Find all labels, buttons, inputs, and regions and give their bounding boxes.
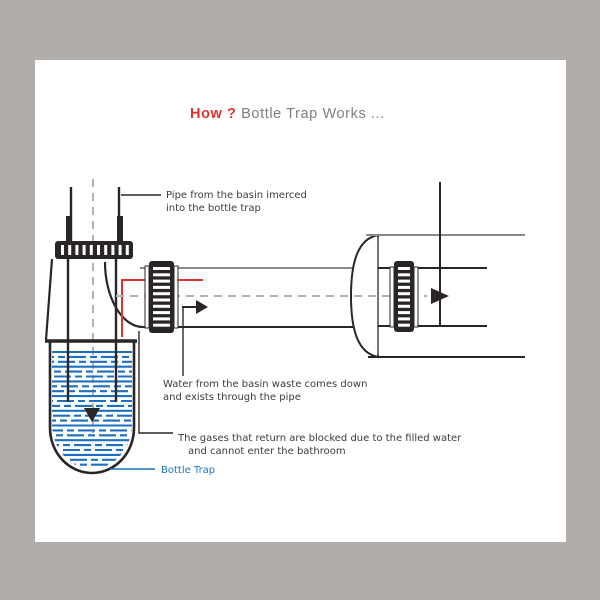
label-line: The gases that return are blocked due to… bbox=[177, 433, 462, 444]
thread-mark bbox=[89, 245, 93, 255]
label-bottle-trap: Bottle Trap bbox=[161, 465, 215, 476]
inlet-collar-right bbox=[117, 216, 123, 243]
top-coupling bbox=[55, 241, 133, 259]
thread-mark bbox=[61, 245, 64, 255]
thread-mark bbox=[153, 311, 170, 315]
thread-mark bbox=[398, 285, 410, 289]
wall-flange bbox=[349, 233, 379, 359]
label-line: and cannot enter the bathroom bbox=[188, 446, 346, 457]
thread-mark bbox=[153, 267, 170, 270]
title-text: Bottle Trap Works ... bbox=[236, 106, 385, 122]
inlet-collar-left bbox=[66, 216, 72, 243]
down-arrow-icon bbox=[84, 408, 100, 422]
label-line: Water from the basin waste comes down bbox=[163, 379, 367, 390]
thread-mark bbox=[153, 273, 170, 277]
elbow-arc bbox=[103, 261, 144, 329]
page-title: How ? Bottle Trap Works ... bbox=[190, 106, 385, 122]
thread-mark bbox=[111, 245, 115, 255]
thread-mark bbox=[398, 317, 410, 321]
immersed-pipe bbox=[66, 259, 118, 422]
thread-mark bbox=[125, 245, 129, 255]
label-line: and exists through the pipe bbox=[163, 392, 301, 403]
label-line: Bottle Trap bbox=[161, 465, 215, 476]
trap-body bbox=[44, 258, 354, 343]
bottle-outline bbox=[48, 341, 136, 475]
thread-mark bbox=[153, 285, 170, 289]
thread-mark bbox=[398, 292, 410, 296]
thread-mark bbox=[398, 267, 410, 270]
title-highlight: How ? bbox=[190, 106, 237, 122]
thread-mark bbox=[153, 317, 170, 321]
thread-mark bbox=[398, 304, 410, 308]
thread-mark bbox=[153, 304, 170, 308]
water-fill bbox=[52, 350, 132, 466]
label-line: Pipe from the basin imerced bbox=[166, 190, 307, 201]
label-gases: The gases that return are blocked due to… bbox=[177, 433, 465, 457]
label-pipe-from-basin: Pipe from the basin imerced into the bot… bbox=[166, 190, 310, 214]
thread-mark bbox=[153, 292, 170, 296]
thread-mark bbox=[398, 279, 410, 283]
inlet-pipe bbox=[66, 187, 123, 243]
thread-mark bbox=[153, 323, 170, 327]
diagram-panel bbox=[35, 60, 566, 542]
thread-mark bbox=[104, 245, 108, 255]
flow-arrow-outlet bbox=[182, 300, 208, 314]
thread-mark bbox=[75, 245, 79, 255]
outlet-coupling bbox=[144, 261, 179, 333]
thread-mark bbox=[118, 245, 122, 255]
wall-pipe-coupling bbox=[389, 261, 419, 332]
thread-mark bbox=[82, 245, 86, 255]
thread-mark bbox=[97, 245, 100, 255]
thread-mark bbox=[153, 298, 170, 302]
thread-mark bbox=[153, 279, 170, 283]
thread-mark bbox=[398, 273, 410, 277]
thread-mark bbox=[398, 323, 410, 327]
thread-mark bbox=[68, 245, 72, 255]
label-line: into the bottle trap bbox=[166, 203, 261, 214]
label-water-flow: Water from the basin waste comes down an… bbox=[163, 379, 371, 403]
thread-mark bbox=[398, 298, 410, 302]
thread-mark bbox=[398, 311, 410, 315]
leader-gases-label bbox=[138, 331, 173, 434]
